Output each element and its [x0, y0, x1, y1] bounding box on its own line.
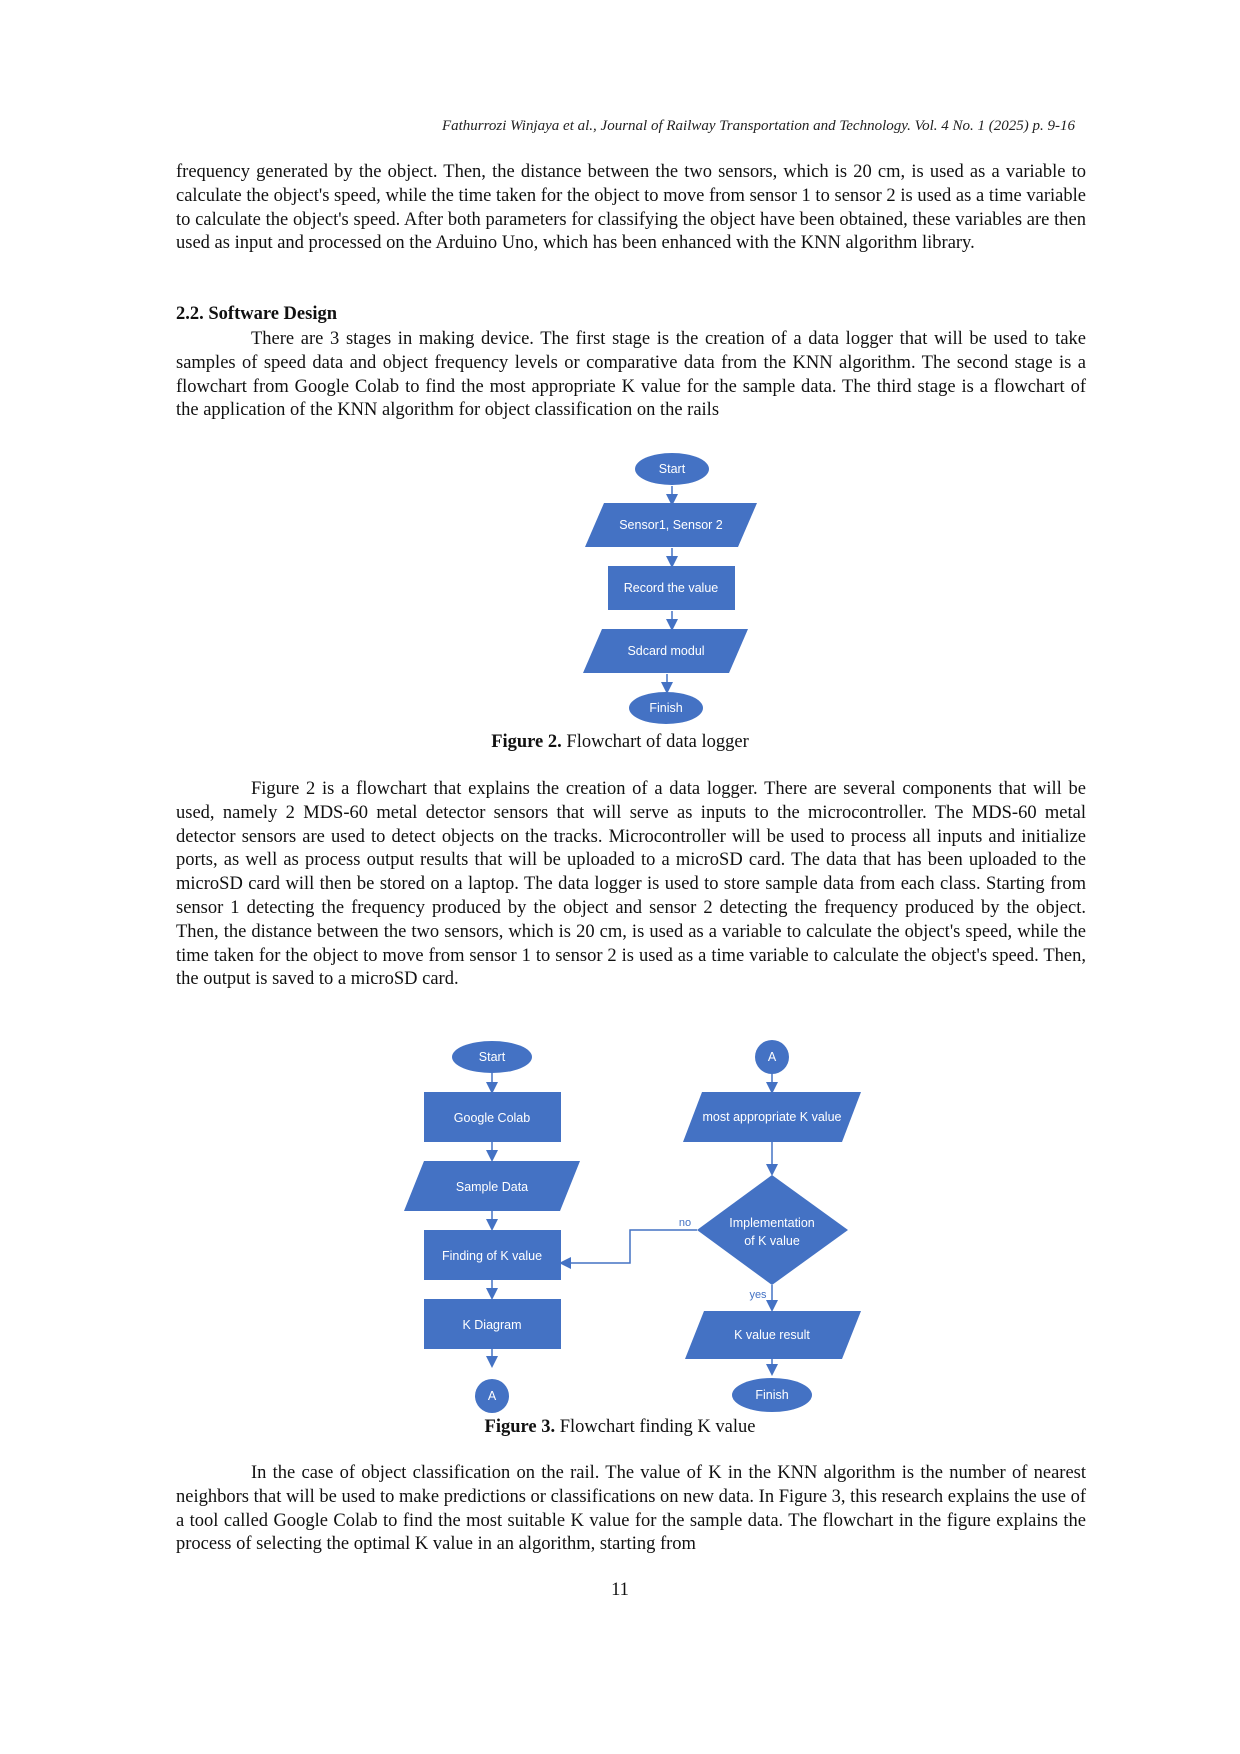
svg-text:A: A [768, 1050, 777, 1064]
svg-text:Start: Start [479, 1050, 506, 1064]
svg-text:Implementation: Implementation [729, 1216, 815, 1230]
finish-terminator: Finish [732, 1378, 812, 1412]
figure-2-caption: Figure 2. Flowchart of data logger [491, 732, 749, 752]
paragraph-data-logger: Figure 2 is a flowchart that explains th… [176, 779, 1086, 990]
svg-text:Sample Data: Sample Data [456, 1180, 528, 1194]
running-header: Fathurrozi Winjaya et al., Journal of Ra… [441, 118, 1075, 134]
svg-text:most appropriate K value: most appropriate K value [703, 1110, 842, 1124]
svg-text:Finish: Finish [755, 1388, 788, 1402]
figure-3-caption: Figure 3. Flowchart finding K value [484, 1417, 756, 1437]
svg-text:Start: Start [659, 462, 686, 476]
svg-text:Sensor1, Sensor 2: Sensor1, Sensor 2 [619, 518, 723, 532]
page-number: 11 [611, 1580, 629, 1600]
connector-a-bottom: A [475, 1379, 509, 1413]
finding-k-value-process: Finding of K value [424, 1230, 561, 1280]
start-terminator: Start [452, 1041, 532, 1073]
paragraph-stages: There are 3 stages in making device. The… [176, 329, 1086, 421]
k-diagram-process: K Diagram [424, 1299, 561, 1349]
figure-2-flowchart: Start Sensor1, Sensor 2 Record the value… [583, 453, 757, 724]
implementation-decision: Implementation of K value [697, 1175, 848, 1285]
most-appropriate-k-input: most appropriate K value [683, 1092, 861, 1142]
svg-text:Finish: Finish [649, 701, 682, 715]
svg-text:Record the value: Record the value [624, 581, 719, 595]
sensors-input-parallelogram: Sensor1, Sensor 2 [585, 503, 757, 547]
svg-text:A: A [488, 1389, 497, 1403]
svg-text:Google Colab: Google Colab [454, 1111, 530, 1125]
svg-text:of K value: of K value [744, 1234, 800, 1248]
svg-text:K Diagram: K Diagram [462, 1318, 521, 1332]
record-value-process: Record the value [608, 566, 735, 610]
svg-text:Sdcard modul: Sdcard modul [627, 644, 704, 658]
sdcard-output-parallelogram: Sdcard modul [583, 629, 748, 673]
svg-text:K value result: K value result [734, 1328, 810, 1342]
k-value-result-output: K value result [685, 1311, 861, 1359]
section-heading: 2.2. Software Design [176, 304, 338, 324]
google-colab-process: Google Colab [424, 1092, 561, 1142]
start-terminator: Start [635, 453, 709, 485]
yes-label: yes [749, 1289, 767, 1301]
svg-text:Finding of K value: Finding of K value [442, 1249, 542, 1263]
paragraph-intro: frequency generated by the object. Then,… [176, 162, 1086, 254]
no-branch-arrow [559, 1229, 697, 1269]
connector-a-top: A [755, 1040, 789, 1074]
figure-3-flowchart: no yes Start Google Colab Sample Data Fi… [404, 1040, 861, 1413]
sample-data-input: Sample Data [404, 1161, 580, 1211]
no-label: no [679, 1217, 691, 1229]
paragraph-k-value: In the case of object classification on … [176, 1463, 1086, 1555]
finish-terminator: Finish [629, 692, 703, 724]
